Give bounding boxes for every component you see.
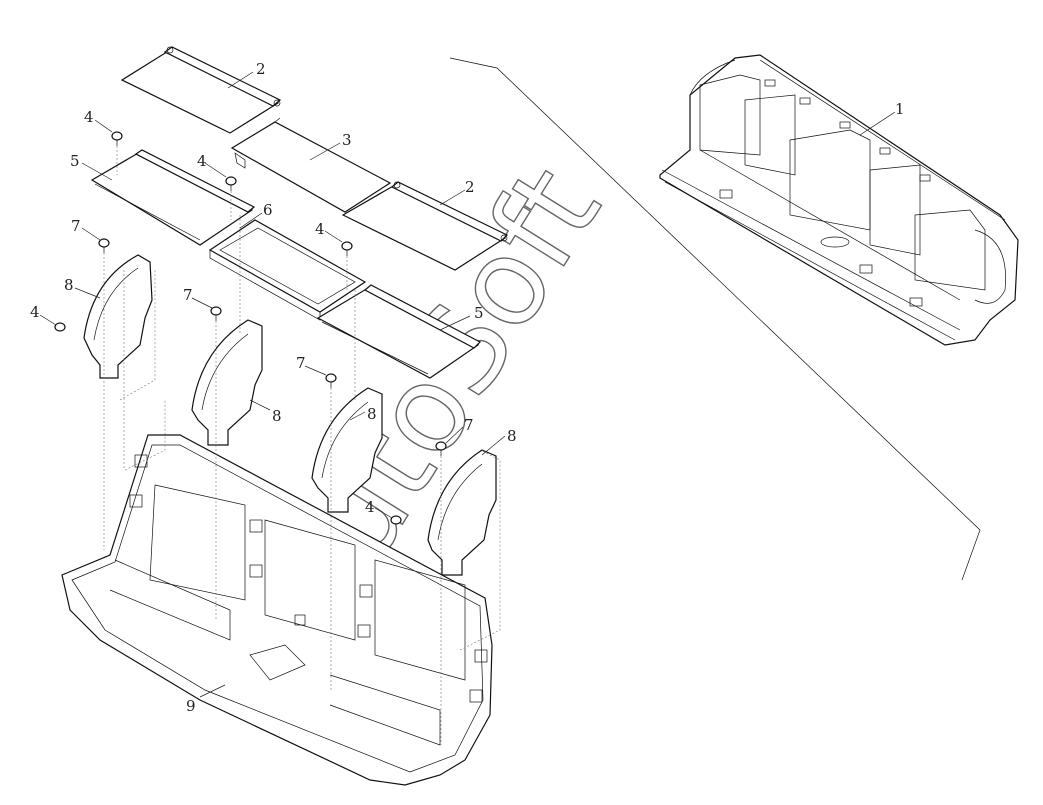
part-4-fastener-5 — [390, 515, 402, 525]
part-3-center-panel — [230, 117, 392, 213]
callout-7-4: 7 — [464, 416, 474, 434]
part-4-fastener-2 — [225, 176, 237, 191]
callout-4-top-right: 4 — [315, 220, 325, 238]
callout-7-3: 7 — [296, 354, 306, 372]
callout-8-3: 8 — [367, 405, 377, 423]
part-4-fastener-3 — [341, 241, 353, 256]
part-5-panel-right — [316, 284, 482, 379]
callout-4-left: 4 — [30, 303, 40, 321]
leader-lines — [39, 71, 896, 698]
part-7-screw-3 — [325, 373, 337, 388]
assembly-dotted-lines — [103, 146, 501, 745]
callout-6: 6 — [263, 201, 273, 219]
part-7-screw-4 — [435, 441, 447, 456]
callout-2-top: 2 — [256, 60, 266, 78]
part-1-assembled-unit — [659, 54, 1019, 346]
callout-7-1: 7 — [71, 217, 81, 235]
part-9-base-tray — [61, 434, 493, 786]
part-8-bracket-3 — [311, 387, 383, 513]
part-6-tray — [208, 219, 367, 321]
callout-7-2: 7 — [183, 286, 193, 304]
part-8-bracket-2 — [191, 319, 263, 446]
callout-9: 9 — [186, 697, 196, 715]
callout-4-top-mid: 4 — [197, 152, 207, 170]
part-4-fastener-1 — [111, 131, 123, 146]
part-2-panel-right — [341, 181, 509, 271]
callout-4-bottom: 4 — [365, 498, 375, 516]
callout-5-left: 5 — [70, 152, 80, 170]
callout-8-4: 8 — [507, 427, 517, 445]
part-7-screw-1 — [98, 238, 110, 253]
callout-4-top-left: 4 — [84, 108, 94, 126]
callout-5-right: 5 — [474, 304, 484, 322]
callout-8-1: 8 — [64, 276, 74, 294]
part-4-fastener-4 — [54, 322, 66, 332]
part-8-bracket-1 — [83, 254, 153, 379]
part-7-screw-2 — [210, 306, 222, 321]
callout-3: 3 — [342, 131, 352, 149]
part-5-panel-left — [90, 149, 256, 246]
callout-8-2: 8 — [272, 407, 282, 425]
callout-2-right: 2 — [465, 178, 475, 196]
part-2-panel-top — [120, 46, 282, 134]
part-8-bracket-4 — [427, 449, 497, 576]
callout-1: 1 — [895, 100, 905, 118]
assembly-guide-line — [449, 57, 981, 581]
